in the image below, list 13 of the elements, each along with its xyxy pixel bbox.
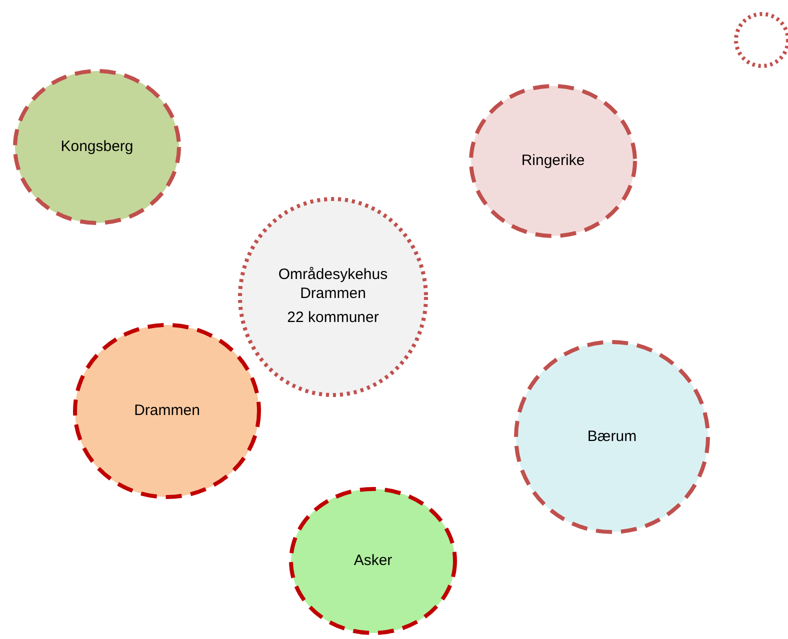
- municipality-count: 22 kommuner: [287, 309, 379, 328]
- place-name: Bærum: [587, 428, 637, 446]
- district-circle: [469, 84, 637, 238]
- place-name: Kongsberg: [60, 138, 134, 156]
- place-name: Ringerike: [521, 152, 585, 170]
- place-name: Drammen: [134, 402, 200, 420]
- place-name: Asker: [354, 552, 392, 570]
- district-circle: [238, 197, 428, 397]
- district-circle: [13, 69, 181, 225]
- district-circle: [73, 323, 261, 499]
- district-circle: [514, 340, 710, 534]
- place-name: Områdesykehus Drammen: [277, 266, 389, 304]
- district-circle: [289, 487, 457, 635]
